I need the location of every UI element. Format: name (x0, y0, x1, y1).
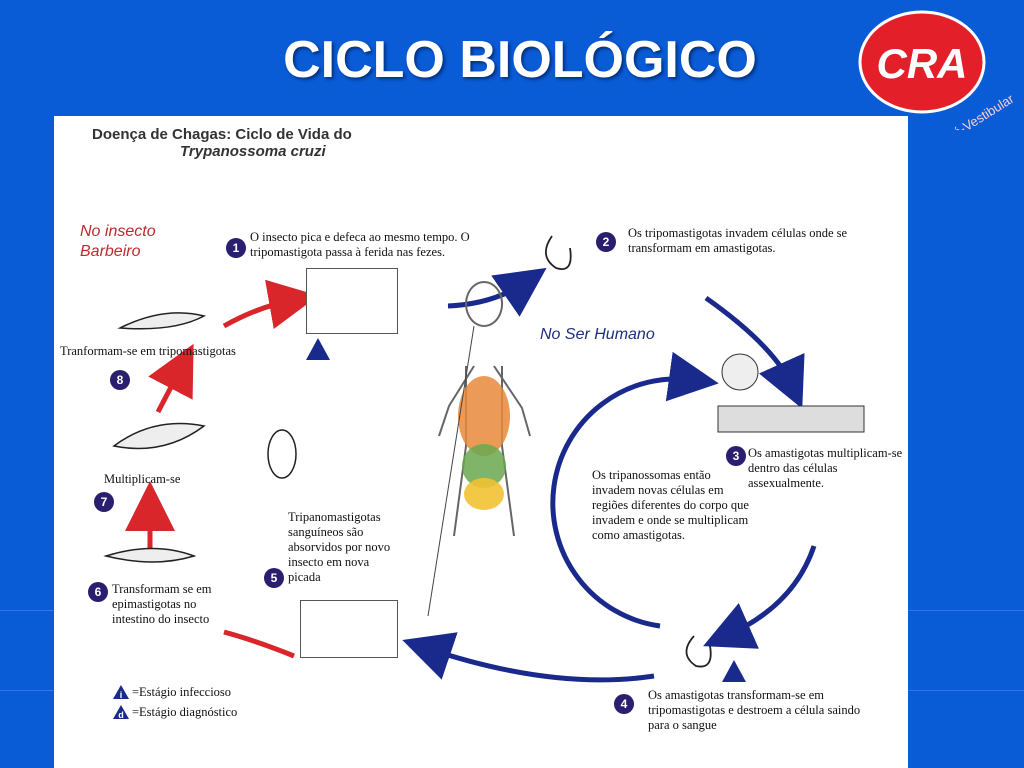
step-badge: 5 (264, 568, 284, 588)
diagram-panel: Doença de Chagas: Ciclo de Vida do Trypa… (54, 116, 908, 768)
center-description: Os tripanossomas então invadem novas cél… (592, 468, 749, 542)
diagnostic-stage-icon: d (113, 705, 129, 720)
step-badge: 1 (226, 238, 246, 258)
slide-title: CICLO BIOLÓGICO (283, 31, 757, 89)
absorption-illustration-box (300, 600, 398, 658)
step-badge: 7 (94, 492, 114, 512)
diagram-header: Doença de Chagas: Ciclo de Vida do Trypa… (92, 126, 352, 160)
legend-text: =Estágio diagnóstico (132, 704, 238, 719)
svg-text:d: d (118, 710, 124, 720)
insect-label: No insecto Barbeiro (80, 223, 156, 260)
diagram-header-line1: Doença de Chagas: Ciclo de Vida do (92, 126, 352, 143)
step-text: Tranformam-se em tripomastigotas (60, 344, 236, 358)
step-badge: 2 (596, 232, 616, 252)
svg-text:CRA: CRA (877, 40, 968, 87)
step-text: Multiplicam-se (104, 472, 181, 486)
step-text: Os amastigotas transformam-se em tripoma… (648, 688, 861, 732)
step-text: Transformam se em epimastigotas no intes… (112, 582, 212, 626)
diagram-header-line2: Trypanossoma cruzi (180, 143, 326, 160)
step-text: Os tripomastigotas invadem células onde … (628, 226, 848, 255)
legend-item: d =Estágio diagnóstico (112, 704, 237, 720)
step-badge: 6 (88, 582, 108, 602)
step-badge: 3 (726, 446, 746, 466)
cycle-arrows (103, 235, 865, 683)
step-text: O insecto pica e defeca ao mesmo tempo. … (250, 230, 470, 259)
step-badge: 8 (110, 370, 130, 390)
step-text: Os amastigotas multiplicam-se dentro das… (748, 446, 903, 490)
svg-text:i: i (120, 690, 123, 700)
legend-item: i =Estágio infeccioso (112, 684, 237, 700)
legend-text: =Estágio infeccioso (132, 684, 232, 699)
legend: i =Estágio infeccioso d =Estágio diagnós… (112, 684, 237, 720)
infectious-stage-icon: i (113, 685, 129, 700)
step-text: Tripanomastigotas sanguíneos são absorvi… (288, 510, 391, 584)
bite-illustration-box (306, 268, 398, 334)
cra-logo: CRA Pré-Vestibular (858, 6, 1018, 147)
human-label: No Ser Humano (540, 326, 655, 343)
stage-markers (306, 338, 746, 682)
step-badge: 4 (614, 694, 634, 714)
